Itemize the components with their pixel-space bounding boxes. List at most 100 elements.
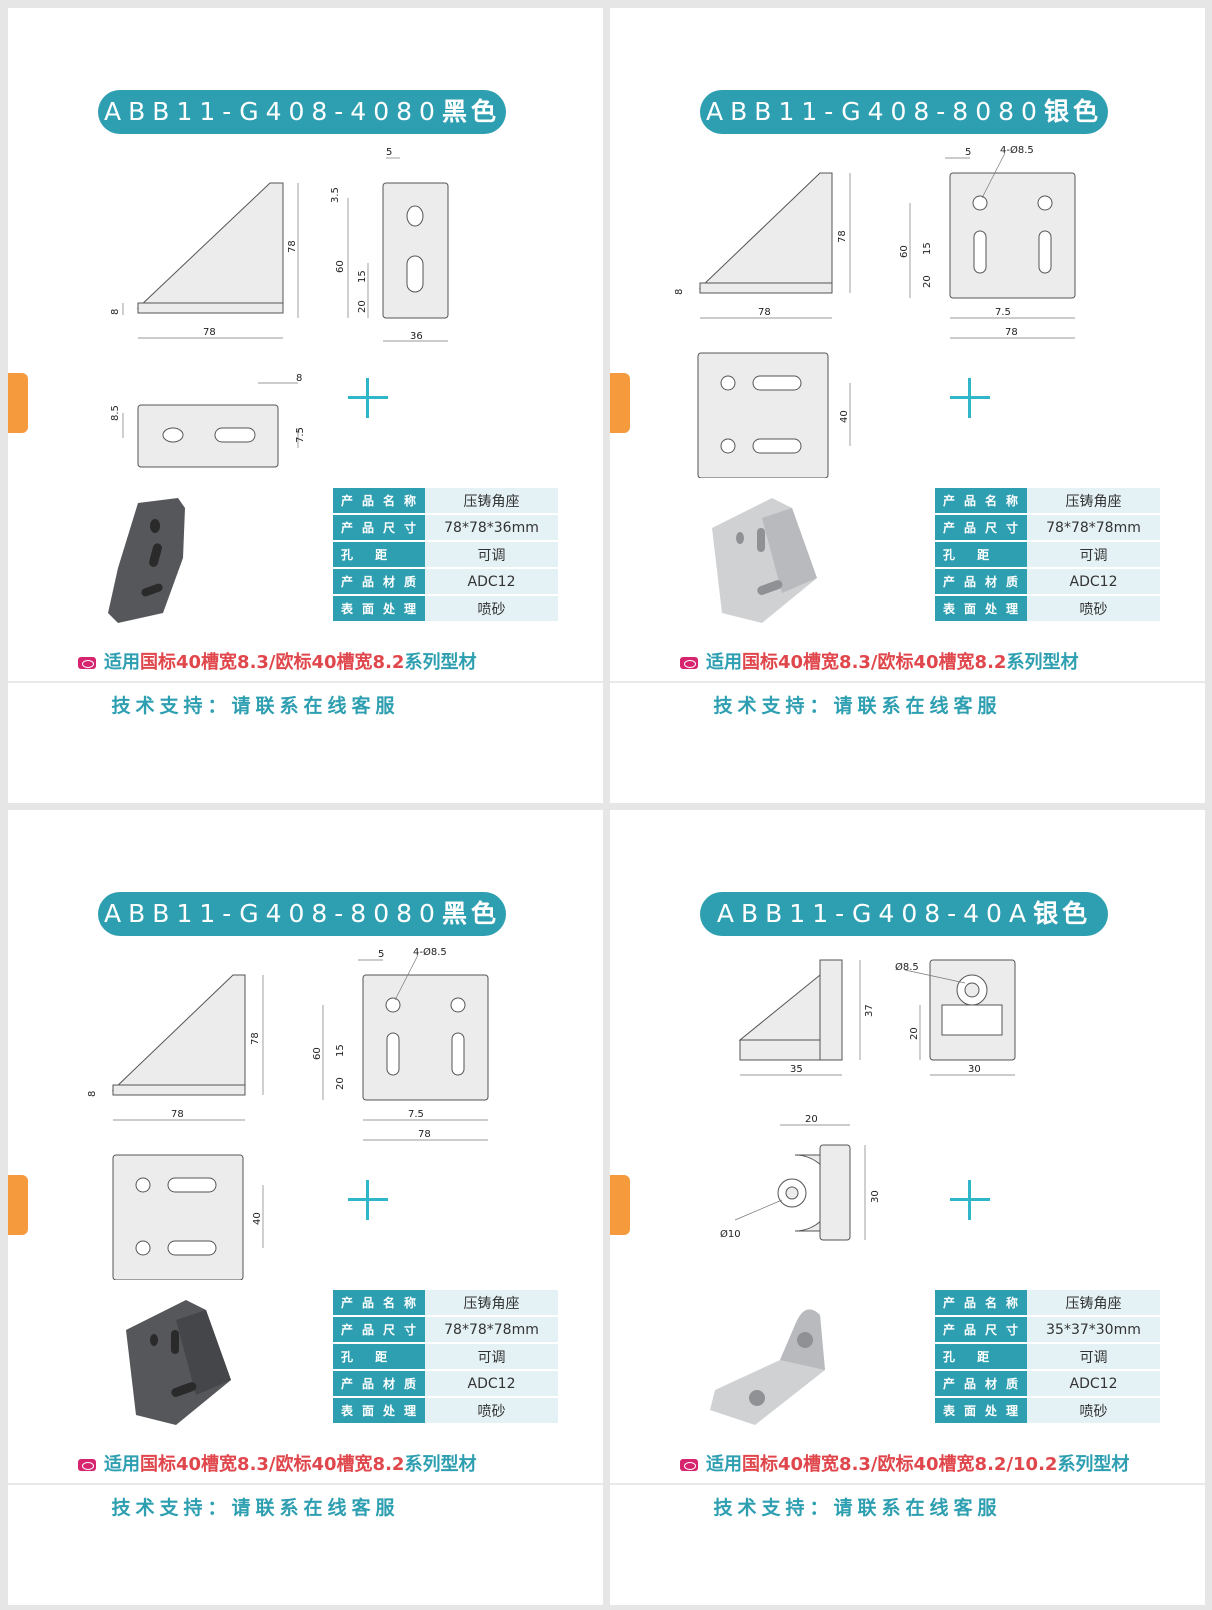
model-code: ABB11-G408-40A	[716, 899, 1034, 928]
technical-drawing: 5 3.5 78 60 15 20 8 78 36 8 8.5 7.5	[110, 147, 449, 468]
dim-label: Ø10	[720, 1228, 741, 1240]
model-code: ABB11-G408-4080	[104, 97, 442, 126]
dim-label: 8	[87, 1091, 98, 1097]
spec-key: 产品名称	[333, 488, 426, 513]
spec-value: ADC12	[425, 1371, 558, 1396]
dim-label: 5	[965, 147, 971, 158]
compatibility-note: 适用国标40槽宽8.3/欧标40槽宽8.2/10.2系列型材	[680, 1450, 1200, 1478]
bullet-icon	[680, 1459, 698, 1471]
spec-row: 表面处理喷砂	[333, 596, 558, 621]
product-photo-black	[126, 1300, 231, 1425]
product-title: ABB11-G408-8080黑色	[98, 892, 506, 936]
spec-value: 35*37*30mm	[1027, 1317, 1160, 1342]
spec-key: 产品材质	[333, 569, 426, 594]
divider	[610, 1483, 1205, 1485]
product-card-8080-black: ABB11-G408-8080黑色 5 4-	[8, 810, 603, 1605]
dim-label: 20	[922, 275, 933, 288]
product-title: ABB11-G408-40A银色	[700, 892, 1108, 936]
spec-key: 孔 距	[935, 1344, 1028, 1369]
dim-label: 40	[839, 410, 850, 423]
product-title: ABB11-G408-4080黑色	[98, 90, 506, 134]
model-code: ABB11-G408-8080	[706, 97, 1044, 126]
spec-row: 孔 距可调	[935, 542, 1160, 567]
spec-row: 孔 距可调	[333, 1344, 558, 1369]
spec-value: 喷砂	[1027, 596, 1160, 621]
spec-value: 78*78*78mm	[1027, 515, 1160, 540]
dim-label: 8	[296, 373, 302, 384]
spec-key: 产品尺寸	[333, 1317, 426, 1342]
technical-drawing: 37 35 Ø8.5 20 30 20 30 Ø10	[720, 959, 1016, 1241]
spec-value: 可调	[1027, 542, 1160, 567]
model-code: ABB11-G408-8080	[104, 899, 442, 928]
spec-value: 喷砂	[1027, 1398, 1160, 1423]
product-photo-silver	[712, 498, 817, 623]
side-tab-marker	[610, 373, 630, 433]
dim-label: 78	[1005, 327, 1018, 338]
dim-label: 3.5	[330, 187, 341, 203]
spec-key: 产品尺寸	[935, 1317, 1028, 1342]
spec-key: 表面处理	[333, 596, 426, 621]
spec-value: 喷砂	[425, 596, 558, 621]
bullet-icon	[78, 1459, 96, 1471]
color-label: 银色	[1033, 899, 1092, 928]
product-card-4080-black: ABB11-G408-4080黑色	[8, 8, 603, 803]
support-text: 技术支持：请联系在线客服	[713, 695, 1002, 717]
product-card-40a-silver: ABB11-G408-40A银色	[610, 810, 1205, 1605]
spec-value: 压铸角座	[1027, 488, 1160, 513]
spec-value: ADC12	[1027, 1371, 1160, 1396]
spec-value: 可调	[1027, 1344, 1160, 1369]
dim-label: 35	[790, 1064, 803, 1075]
spec-value: 压铸角座	[425, 488, 558, 513]
color-label: 黑色	[441, 899, 500, 928]
dim-label: 8	[110, 309, 121, 315]
dim-label: 78	[171, 1109, 184, 1120]
spec-row: 孔 距可调	[935, 1344, 1160, 1369]
dim-label: 37	[864, 1004, 875, 1017]
dim-label: 15	[922, 242, 933, 255]
spec-key: 产品材质	[333, 1371, 426, 1396]
dim-label: 5	[386, 147, 392, 158]
dim-label: 78	[250, 1032, 261, 1045]
plus-icon	[348, 378, 388, 418]
spec-row: 产品名称压铸角座	[935, 1290, 1160, 1315]
dim-label: 40	[252, 1212, 263, 1225]
color-label: 银色	[1043, 97, 1102, 126]
support-text: 技术支持：请联系在线客服	[111, 695, 400, 717]
dim-label: 60	[335, 260, 346, 273]
spec-key: 表面处理	[935, 596, 1028, 621]
spec-value: 喷砂	[425, 1398, 558, 1423]
dim-label: 30	[968, 1064, 981, 1075]
product-photo-silver	[710, 1309, 825, 1425]
compatibility-note: 适用国标40槽宽8.3/欧标40槽宽8.2系列型材	[78, 648, 598, 676]
divider	[610, 681, 1205, 683]
dim-label: 4-Ø8.5	[413, 946, 447, 958]
technical-drawing: 5 4-Ø8.5 78 60 15 20 8 78 7.5 78 40	[674, 144, 1076, 478]
spec-row: 产品名称压铸角座	[333, 488, 558, 513]
divider	[8, 1483, 603, 1485]
side-tab-marker	[8, 373, 28, 433]
dim-label: 15	[335, 1044, 346, 1057]
dim-label: 78	[837, 230, 848, 243]
technical-drawing: 5 4-Ø8.5 78 60 15 20 8 78 7.5 78 40	[87, 946, 489, 1280]
product-title: ABB11-G408-8080银色	[700, 90, 1108, 134]
dim-label: 78	[418, 1129, 431, 1140]
divider	[8, 681, 603, 683]
dim-label: 36	[410, 331, 423, 342]
spec-key: 产品尺寸	[935, 515, 1028, 540]
compatibility-note: 适用国标40槽宽8.3/欧标40槽宽8.2系列型材	[680, 648, 1200, 676]
bullet-icon	[680, 657, 698, 669]
spec-value: 78*78*36mm	[425, 515, 558, 540]
spec-key: 表面处理	[333, 1398, 426, 1423]
dim-label: 4-Ø8.5	[1000, 144, 1034, 156]
side-tab-marker	[610, 1175, 630, 1235]
spec-row: 表面处理喷砂	[935, 596, 1160, 621]
support-text: 技术支持：请联系在线客服	[111, 1497, 400, 1519]
